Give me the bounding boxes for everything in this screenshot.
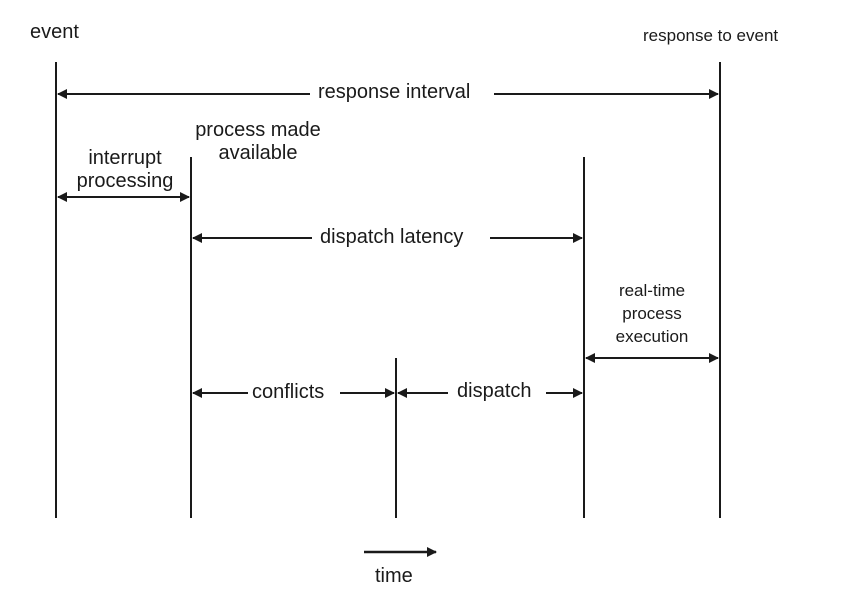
process-made-available-line1: process made bbox=[195, 119, 321, 141]
interrupt-processing-line2: processing bbox=[76, 170, 174, 192]
dispatch-label: dispatch bbox=[457, 380, 532, 402]
interrupt-processing-label: interrupt processing bbox=[64, 147, 186, 193]
realtime-line1: real-time bbox=[618, 281, 686, 300]
response-to-event-label: response to event bbox=[643, 26, 779, 45]
response-interval-label: response interval bbox=[318, 81, 471, 103]
dispatch-latency-label: dispatch latency bbox=[320, 226, 464, 248]
time-label: time bbox=[375, 565, 413, 587]
process-made-available-label: process made available bbox=[186, 119, 330, 165]
interrupt-processing-line1: interrupt bbox=[88, 147, 162, 169]
process-made-available-line2: available bbox=[218, 142, 298, 164]
event-label: event bbox=[30, 21, 79, 43]
realtime-execution-label: real-time process execution bbox=[596, 279, 708, 348]
realtime-line3: execution bbox=[615, 327, 689, 346]
realtime-line2: process bbox=[622, 304, 682, 323]
conflicts-label: conflicts bbox=[252, 381, 325, 403]
